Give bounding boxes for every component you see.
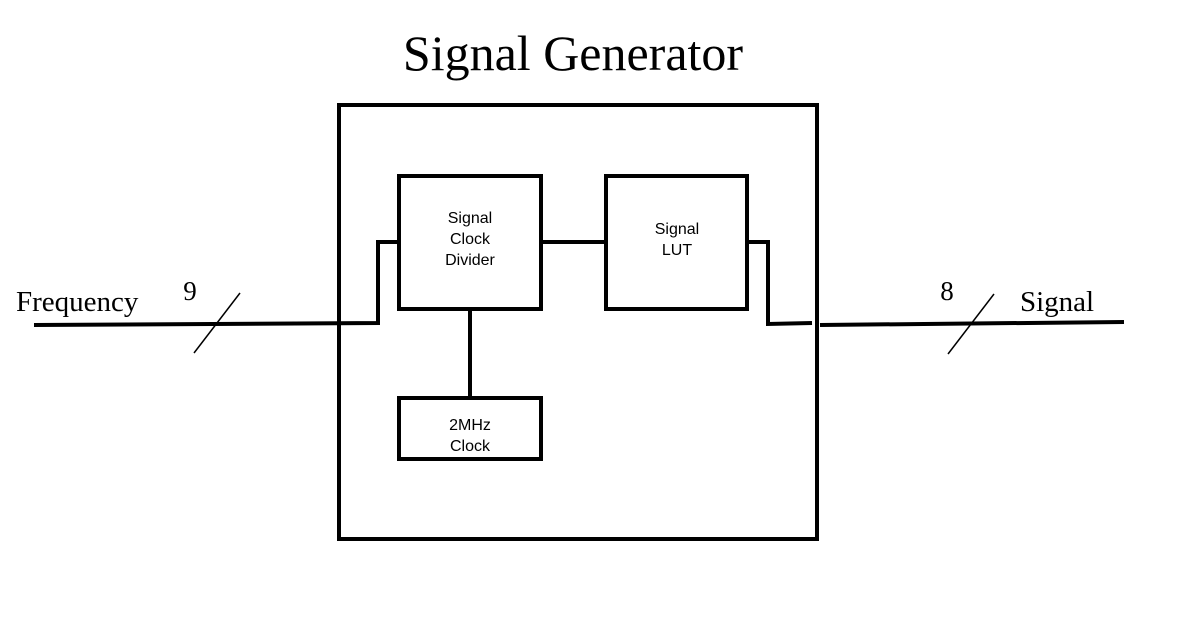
frequency-bus-slash bbox=[193, 292, 241, 354]
signal-lut-block bbox=[604, 174, 749, 311]
signal-clock-divider-label-line-3: Divider bbox=[445, 252, 495, 269]
signal-bus-width: 8 bbox=[940, 276, 954, 306]
diagram-title: Signal Generator bbox=[403, 25, 744, 81]
signal-clock-divider-label-line-2: Clock bbox=[450, 231, 491, 248]
signal-generator-box bbox=[337, 103, 819, 541]
clock-2mhz-block bbox=[397, 396, 543, 461]
signal-lut-label-line-1: Signal bbox=[655, 221, 699, 238]
frequency-label: Frequency bbox=[16, 286, 139, 318]
clock-2mhz-label-line-1: 2MHz bbox=[449, 417, 491, 434]
signal-label: Signal bbox=[1020, 286, 1094, 318]
frequency-bus-width: 9 bbox=[183, 276, 197, 306]
signal-output-wire bbox=[747, 240, 813, 327]
clock-2mhz-label-line-2: Clock bbox=[450, 438, 491, 455]
signal-clock-divider-block bbox=[397, 174, 543, 311]
signal-bus-slash bbox=[947, 293, 995, 355]
signal-lut-label-line-2: LUT bbox=[662, 242, 692, 259]
frequency-input-wire bbox=[33, 240, 399, 327]
signal-clock-divider-label-line-1: Signal bbox=[448, 210, 492, 227]
